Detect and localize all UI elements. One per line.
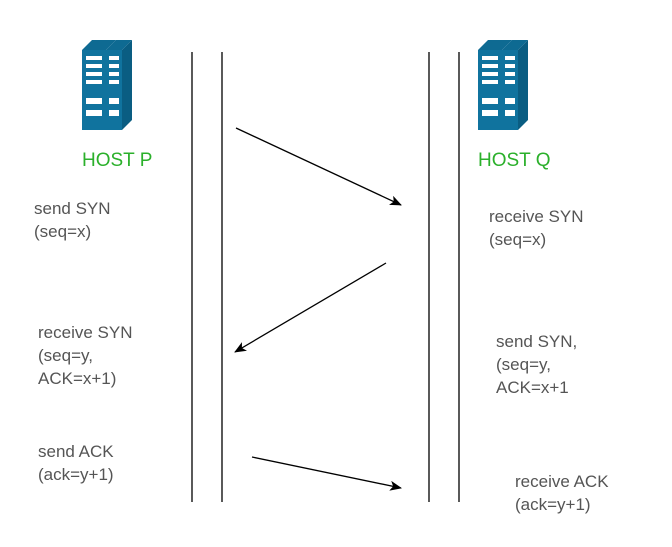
step-q-receive-syn: receive SYN (seq=x) <box>489 205 583 251</box>
host-p-label: HOST P <box>82 150 153 171</box>
step-line: (ack=y+1) <box>515 495 591 514</box>
host-q-label: HOST Q <box>478 150 551 171</box>
step-line: send ACK <box>38 442 114 461</box>
host-p-server-icon <box>82 40 132 130</box>
step-line: ACK=x+1) <box>38 369 117 388</box>
step-p-send-ack: send ACK (ack=y+1) <box>38 440 114 486</box>
step-line: (ack=y+1) <box>38 465 114 484</box>
arrow-synack-q-to-p <box>234 262 387 353</box>
step-line: send SYN, <box>496 332 578 351</box>
step-line: ACK=x+1 <box>496 378 569 397</box>
step-p-receive-syn: receive SYN (seq=y, ACK=x+1) <box>38 321 132 390</box>
step-q-send-syn: send SYN, (seq=y, ACK=x+1 <box>496 330 577 399</box>
step-line: receive ACK <box>515 472 609 491</box>
step-q-receive-ack: receive ACK (ack=y+1) <box>515 470 609 516</box>
step-line: (seq=y, <box>38 346 93 365</box>
step-line: receive SYN <box>489 207 584 226</box>
step-line: (seq=y, <box>496 355 551 374</box>
step-line: send SYN <box>34 199 111 218</box>
step-p-send-syn: send SYN (seq=x) <box>34 197 111 243</box>
step-line: (seq=x) <box>489 230 547 249</box>
host-q-server-icon <box>478 40 528 130</box>
step-line: (seq=x) <box>34 222 92 241</box>
arrow-syn-p-to-q <box>235 127 402 206</box>
arrow-ack-p-to-q <box>251 456 402 491</box>
step-line: receive SYN <box>38 323 133 342</box>
